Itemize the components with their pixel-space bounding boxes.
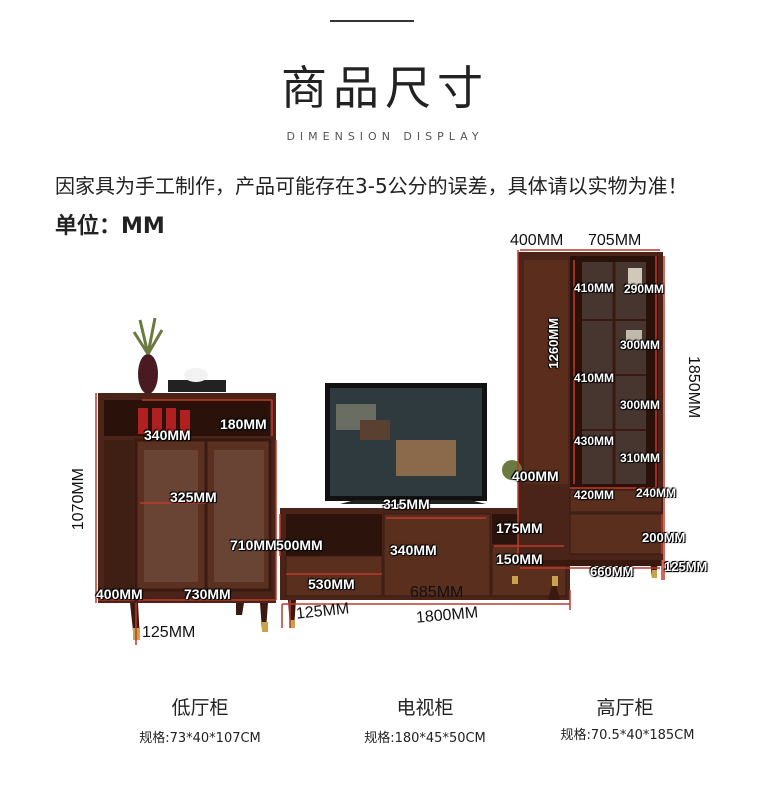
high-shelf-c-dim: 300MM [620, 338, 661, 352]
high-cabinet-spec: 规格:70.5*40*185CM [560, 728, 695, 743]
tv-stand-spec: 规格:180*45*50CM [364, 731, 486, 746]
high-leg-dim: 125MM [664, 559, 708, 574]
high-shelf-b-dim: 290MM [624, 282, 665, 296]
high-shelf-d-dim: 410MM [574, 371, 615, 385]
tv-right-top-dim: 175MM [496, 520, 543, 536]
low-cabinet-name: 低厅柜 [171, 697, 229, 719]
low-height-dim: 1070MM [70, 468, 87, 531]
tv-drawing [325, 383, 487, 504]
high-bottom-right-dim: 240MM [636, 486, 677, 500]
page-title: 商品尺寸 [281, 61, 489, 115]
tv-top-height-dim: 315MM [383, 496, 430, 512]
high-cabinet-drawing [502, 252, 663, 578]
unit-label: 单位：MM [55, 214, 165, 239]
high-drawer-height-dim: 200MM [642, 530, 686, 545]
low-depth-dim: 400MM [96, 586, 143, 602]
high-side-depth-dim: 400MM [512, 468, 559, 484]
tv-left-height-dim: 500MM [276, 537, 323, 553]
header-divider [330, 20, 414, 22]
low-cabinet-drawing [98, 317, 276, 640]
low-door-width-dim: 325MM [170, 489, 217, 505]
high-bottom-left-dim: 420MM [574, 488, 615, 502]
high-shelf-f-dim: 430MM [574, 434, 615, 448]
tv-left-width-dim: 530MM [308, 576, 355, 592]
high-base-width-dim: 660MM [590, 564, 634, 579]
tv-drawer-width-dim: 340MM [390, 542, 437, 558]
high-total-height-dim: 1850MM [685, 356, 702, 419]
high-width-dim: 705MM [588, 232, 642, 249]
dimension-lines [95, 249, 665, 645]
tv-right-bottom-dim: 150MM [496, 551, 543, 567]
low-width-dim: 730MM [184, 586, 231, 602]
high-depth-dim: 400MM [510, 232, 564, 249]
high-shelf-g-dim: 310MM [620, 451, 661, 465]
tv-stand-drawing [280, 508, 570, 628]
high-cabinet-name: 高厅柜 [596, 697, 654, 719]
tv-stand-name: 电视柜 [396, 697, 454, 719]
low-door-height-dim: 710MM [230, 537, 277, 553]
low-shelf-height-dim: 180MM [220, 416, 267, 432]
page-subtitle: DIMENSION DISPLAY [286, 130, 484, 143]
high-shelf-e-dim: 300MM [620, 398, 661, 412]
high-shelf-a-dim: 410MM [574, 281, 615, 295]
high-upper-height-dim: 1260MM [546, 318, 561, 369]
tv-inner-width-dim: 685MM [410, 584, 464, 601]
low-shelf-width-dim: 340MM [144, 427, 191, 443]
low-cabinet-spec: 规格:73*40*107CM [139, 731, 261, 746]
notice-text: 因家具为手工制作，产品可能存在3-5公分的误差，具体请以实物为准！ [55, 174, 688, 198]
low-leg-dim: 125MM [142, 624, 196, 641]
